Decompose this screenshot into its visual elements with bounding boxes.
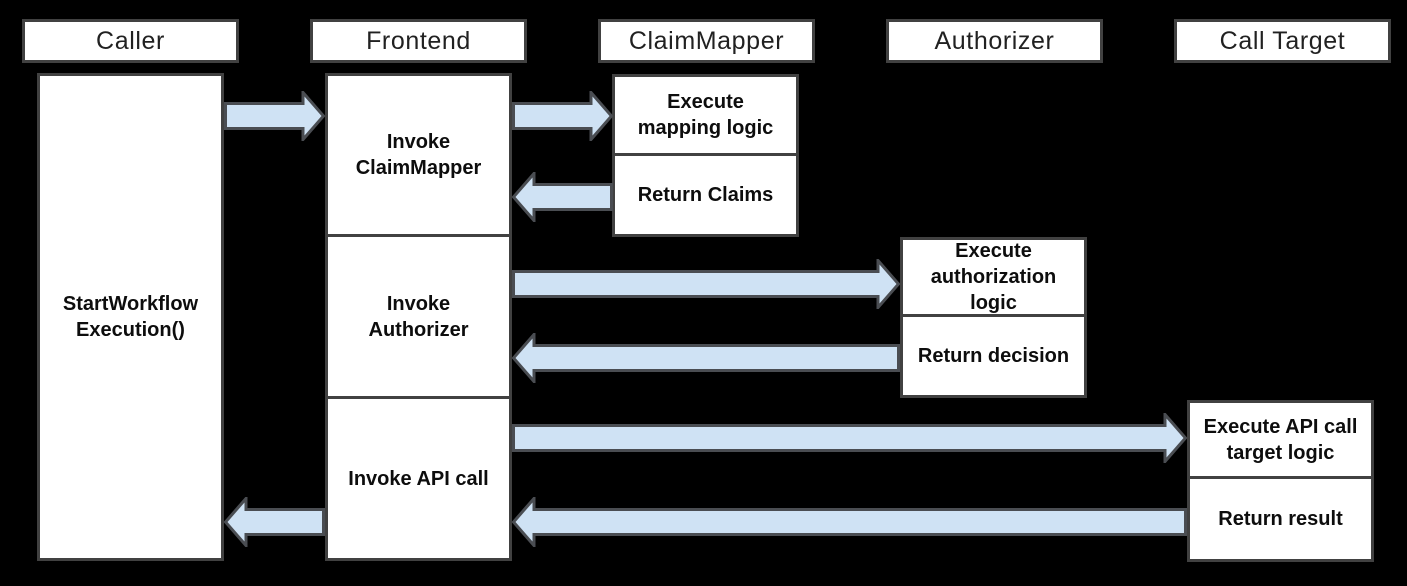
lane-header-caller-label: Caller bbox=[96, 26, 165, 55]
step-box-invoke-api-call: Invoke API call bbox=[325, 396, 512, 561]
arrow-return-claims-response bbox=[512, 172, 613, 222]
step-label-startworkflowexecution: StartWorkflow Execution() bbox=[62, 293, 199, 341]
step-box-execute-api-call-target-logic: Execute API call target logic bbox=[1187, 400, 1374, 479]
step-label-return-result: Return result bbox=[1218, 508, 1343, 530]
step-box-execute-mapping-logic: Execute mapping logic bbox=[612, 74, 799, 156]
lane-header-claimmapper-label: ClaimMapper bbox=[628, 26, 785, 55]
arrow-invoke-claimmapper-request bbox=[512, 91, 613, 141]
step-label-invoke-authorizer: Invoke Authorizer bbox=[368, 292, 469, 341]
lane-header-frontend-label: Frontend bbox=[366, 26, 471, 55]
step-label-invoke-api-call: Invoke API call bbox=[348, 467, 489, 490]
step-label-execute-mapping-logic: Execute mapping logic bbox=[637, 91, 774, 139]
step-box-execute-authorization-logic: Execute authorization logic bbox=[900, 237, 1087, 317]
lane-header-authorizer-label: Authorizer bbox=[934, 26, 1055, 55]
lane-header-authorizer: Authorizer bbox=[886, 19, 1103, 63]
step-label-invoke-claimmapper: Invoke ClaimMapper bbox=[355, 131, 482, 179]
lane-header-calltarget: Call Target bbox=[1174, 19, 1391, 63]
step-label-execute-authorization-logic: Execute authorization logic bbox=[930, 240, 1057, 314]
step-label-return-claims: Return Claims bbox=[637, 184, 774, 206]
lane-header-claimmapper: ClaimMapper bbox=[598, 19, 815, 63]
step-box-startworkflowexecution: StartWorkflow Execution() bbox=[37, 73, 224, 561]
step-label-execute-api-call-target-logic: Execute API call target logic bbox=[1203, 415, 1358, 464]
arrow-invoke-authorizer-request bbox=[512, 259, 900, 309]
arrow-return-to-caller-response bbox=[224, 497, 325, 547]
step-box-return-decision: Return decision bbox=[900, 314, 1087, 398]
lane-header-frontend: Frontend bbox=[310, 19, 527, 63]
lane-header-caller: Caller bbox=[22, 19, 239, 63]
arrow-invoke-api-call-request bbox=[512, 413, 1187, 463]
step-box-invoke-authorizer: Invoke Authorizer bbox=[325, 234, 512, 399]
step-box-return-claims: Return Claims bbox=[612, 153, 799, 237]
arrow-return-decision-response bbox=[512, 333, 900, 383]
step-label-return-decision: Return decision bbox=[917, 345, 1070, 367]
step-box-return-result: Return result bbox=[1187, 476, 1374, 562]
lane-header-calltarget-label: Call Target bbox=[1219, 26, 1346, 55]
arrow-return-result-response bbox=[512, 497, 1187, 547]
arrow-start-workflow-request bbox=[224, 91, 325, 141]
step-box-invoke-claimmapper: Invoke ClaimMapper bbox=[325, 73, 512, 237]
